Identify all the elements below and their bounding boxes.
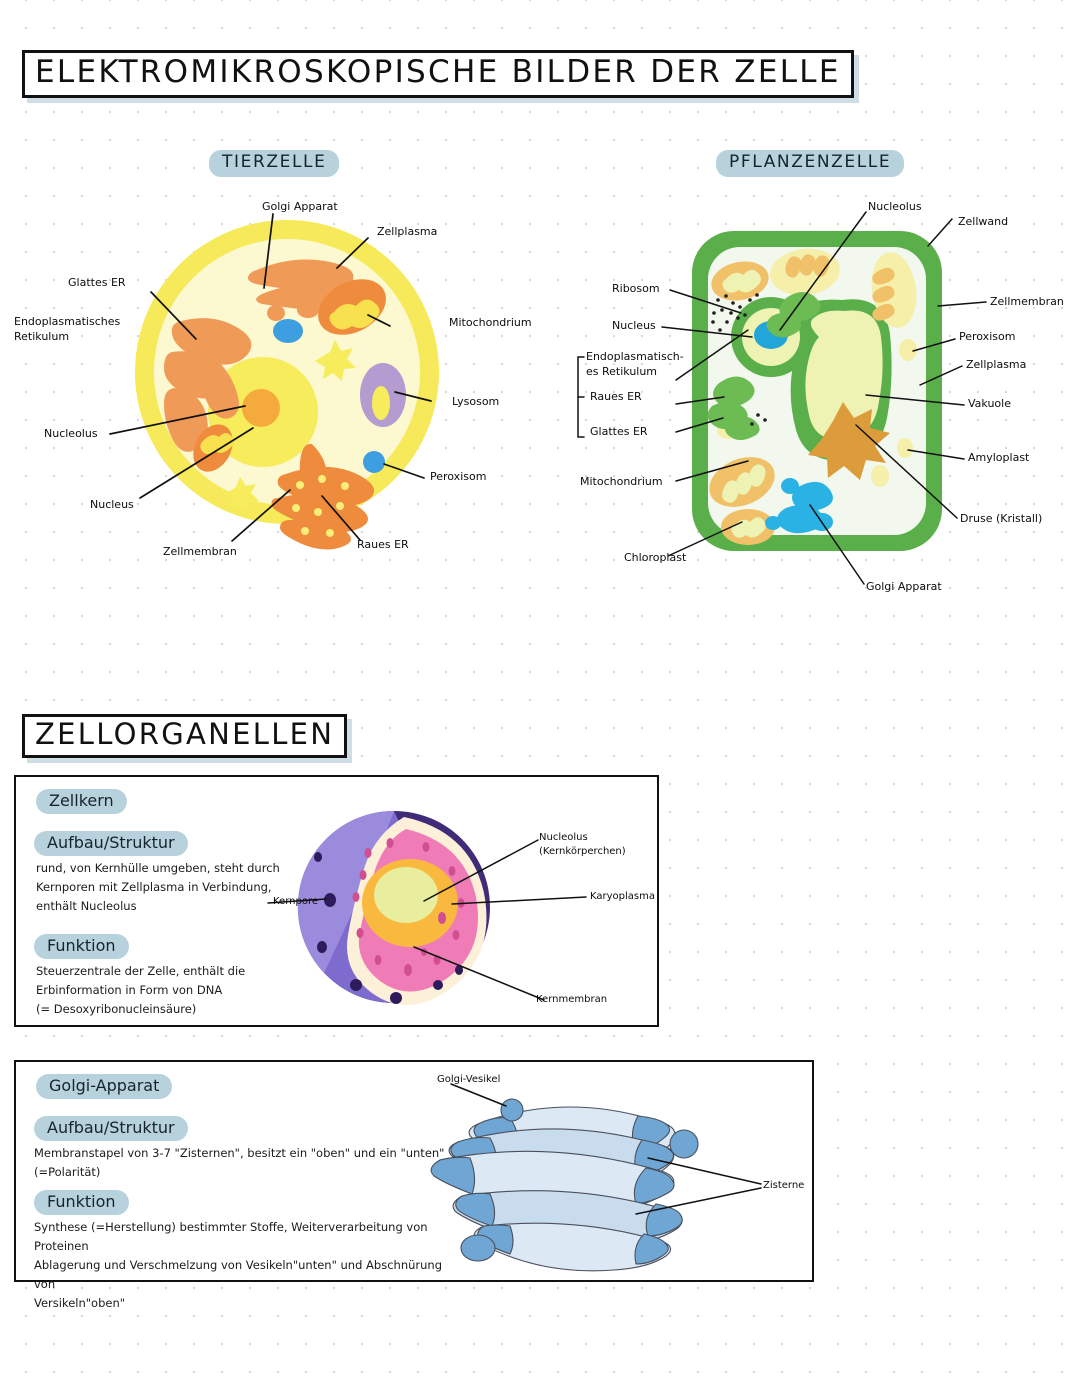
plant-label-zellwand: Zellwand [958,215,1009,228]
plant-label-peroxisom: Peroxisom [959,330,1016,343]
plant-label-zellplasma: Zellplasma [966,358,1027,371]
golgi-funktion-text: Synthese (=Herstellung) bestimmter Stoff… [34,1220,442,1310]
plant-label-glattes-er: Glattes ER [590,425,648,438]
plant-label-chloroplast: Chloroplast [624,551,687,564]
animal-label-zellplasma: Zellplasma [377,225,438,238]
golgi-label-vesikel: Golgi-Vesikel [437,1074,501,1085]
plant-label-druse: Druse (Kristall) [960,512,1043,525]
animal-label-golgi: Golgi Apparat [262,200,338,213]
page-title-box: ELEKTROMIKROSKOPISCHE BILDER DER ZELLE [22,50,854,98]
zellkern-label-karyoplasma: Karyoplasma [590,891,655,902]
plant-label-mitochondrium: Mitochondrium [580,475,663,488]
plant-label-nucleolus: Nucleolus [868,200,922,213]
animal-label-zellmembran: Zellmembran [163,545,237,558]
section-title-zellorganellen: ZELLORGANELLEN [35,717,335,751]
animal-label-nucleolus: Nucleolus [44,427,98,440]
plant-label-raues-er: Raues ER [590,390,642,403]
plant-label-er: Endoplasmatisch- es Retikulum [586,350,684,378]
zellkern-struktur-label: Aufbau/Struktur [34,831,188,856]
golgi-label-zisterne: Zisterne [763,1180,805,1191]
page-title: ELEKTROMIKROSKOPISCHE BILDER DER ZELLE [35,54,841,90]
golgi-struktur-text: Membranstapel von 3-7 "Zisternen", besit… [34,1146,445,1179]
heading-pflanzenzelle: PFLANZENZELLE [716,150,905,177]
organelle-card-zellkern: Zellkern Aufbau/Struktur rund, von Kernh… [14,775,659,1027]
zellkern-funktion-text: Steuerzentrale der Zelle, enthält die Er… [36,964,246,1016]
plant-label-vakuole: Vakuole [968,397,1011,410]
plant-label-zellmembran: Zellmembran [990,295,1064,308]
section-title-box-zellorganellen: ZELLORGANELLEN [22,714,348,758]
zellkern-funktion-label: Funktion [34,934,129,959]
zellkern-label-kernmembran: Kernmembran [536,994,608,1005]
organelle-card-golgi: Golgi-Apparat Aufbau/Struktur Membransta… [14,1060,814,1310]
animal-label-lysosom: Lysosom [452,395,500,408]
animal-label-raues-er: Raues ER [357,538,409,551]
zellkern-label-kernpore: Kernpore [273,896,318,907]
animal-label-mitochondrium: Mitochondrium [449,316,532,329]
plant-label-nucleus: Nucleus [612,319,656,332]
nucleus-illustration [267,810,587,1006]
plant-label-golgi: Golgi Apparat [866,580,942,593]
golgi-struktur-label: Aufbau/Struktur [34,1116,188,1141]
zellkern-label-nucleolus: Nucleolus (Kernkörperchen) [539,832,626,857]
plant-label-ribosom: Ribosom [612,282,660,295]
golgi-illustration [430,1083,762,1272]
golgi-title: Golgi-Apparat [36,1074,173,1099]
zellkern-title: Zellkern [36,789,127,814]
animal-label-er: Endoplasmatisches Retikulum [14,315,121,343]
plant-label-amyloplast: Amyloplast [968,451,1030,464]
animal-label-nucleus: Nucleus [90,498,134,511]
animal-label-glattes-er: Glattes ER [68,276,126,289]
zellkern-struktur-text: rund, von Kernhülle umgeben, steht durch… [36,861,280,913]
golgi-funktion-label: Funktion [34,1190,129,1215]
heading-tierzelle: TIERZELLE [209,150,340,177]
animal-label-peroxisom: Peroxisom [430,470,487,483]
